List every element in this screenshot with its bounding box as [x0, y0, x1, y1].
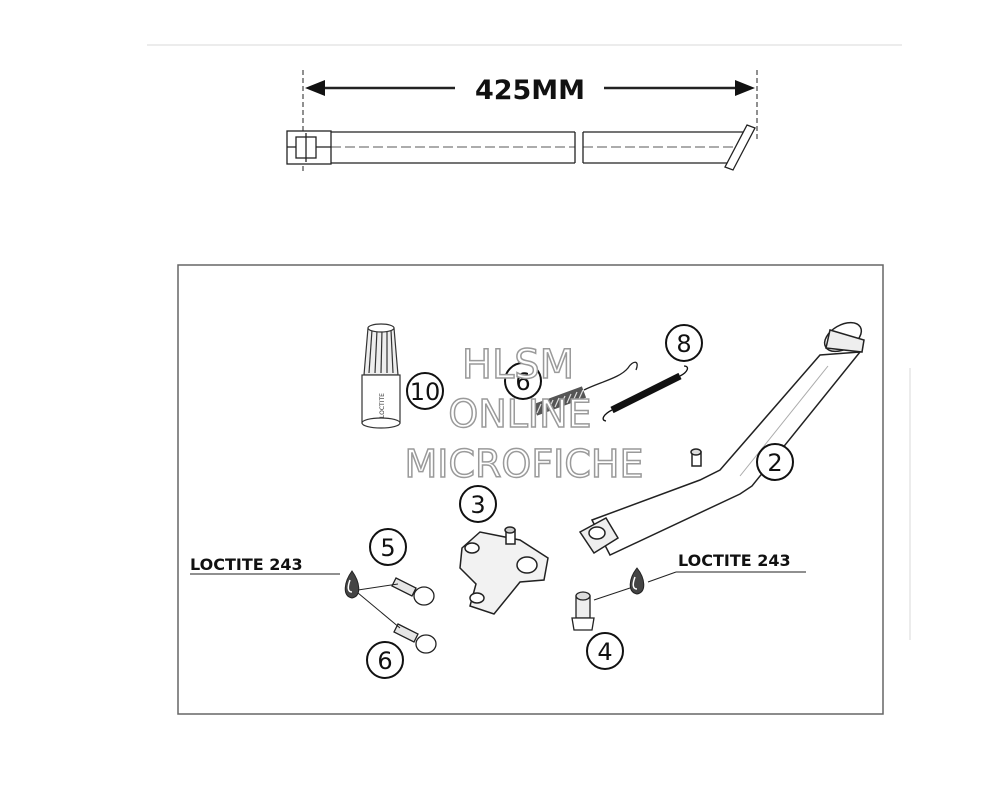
svg-text:6: 6 [377, 647, 392, 675]
loctite-note-left: LOCTITE 243 [190, 555, 303, 574]
watermark-line3: MICROFICHE [404, 442, 643, 486]
callout-10: 10 [406, 372, 444, 410]
callout-8: 8 [665, 324, 703, 362]
arrow-right-icon [735, 80, 755, 96]
watermark-line2: ONLINE [448, 392, 591, 436]
svg-text:8: 8 [676, 330, 691, 358]
bolt-4 [571, 591, 595, 631]
callout-5: 5 [369, 528, 407, 566]
callout-6: 6 [366, 641, 404, 679]
callout-7: 6 [504, 362, 542, 400]
leader-lines-left [190, 573, 401, 629]
spring-long [602, 365, 689, 422]
screw-6 [393, 623, 437, 654]
dimension-drawing [286, 70, 758, 172]
tube-label: LOCTITE [379, 393, 386, 418]
stand-bracket [459, 526, 549, 615]
callout-4: 4 [586, 632, 624, 670]
callout-3: 3 [459, 485, 497, 523]
svg-text:4: 4 [597, 638, 612, 666]
spring-small [532, 361, 638, 416]
arrow-left-icon [305, 80, 325, 96]
svg-text:10: 10 [410, 378, 441, 406]
svg-text:2: 2 [767, 449, 782, 477]
callout-2: 2 [756, 443, 794, 481]
screw-5 [391, 577, 435, 606]
exploded-view-frame [177, 264, 884, 715]
watermark-line1: HLSM [462, 342, 574, 388]
svg-text:6: 6 [515, 368, 530, 396]
svg-text:5: 5 [380, 534, 395, 562]
rod-foot-end [724, 124, 756, 171]
dimension-label: 425MM [475, 75, 585, 106]
loctite-note-right: LOCTITE 243 [678, 551, 791, 570]
leader-lines-right [593, 571, 806, 601]
side-stand [578, 321, 865, 556]
svg-text:3: 3 [470, 491, 485, 519]
loctite-tube [361, 323, 401, 429]
rod-clevis-end [286, 130, 332, 165]
